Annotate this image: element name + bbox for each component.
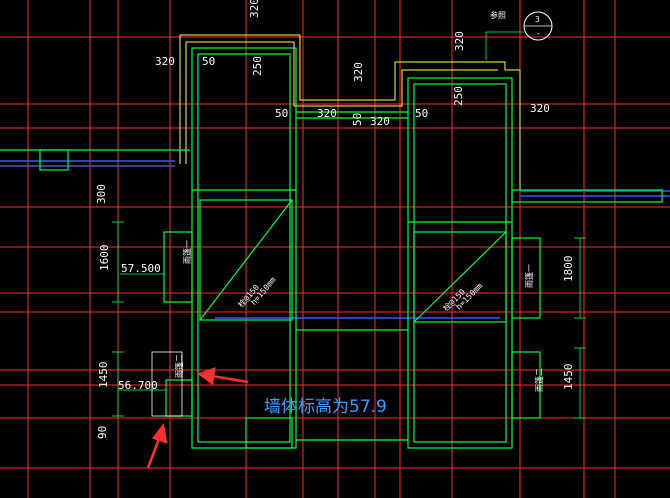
dim-1600: 1600 <box>98 245 111 272</box>
structure-walls <box>0 47 663 449</box>
arrow-right-pointer <box>211 374 249 384</box>
arrow-up-pointer <box>146 435 162 469</box>
window-labels: 雨篷一 雨篷二 雨篷一 雨篷二 <box>151 240 544 417</box>
window-box-left-2 <box>151 351 183 417</box>
dim-300-left: 300 <box>95 184 108 204</box>
arrow-right-head <box>197 367 216 386</box>
red-arrows <box>146 367 249 469</box>
section-marker: 3 - 参照 <box>490 10 553 41</box>
elevation-texts: 57.500 56.700 <box>118 262 161 392</box>
elevation-upper: 57.500 <box>121 262 161 275</box>
dim-320-right: 320 <box>530 102 550 115</box>
section-sub: - <box>536 29 541 38</box>
dim-1450-right: 1450 <box>562 364 575 391</box>
dim-1800: 1800 <box>562 256 575 283</box>
elevation-lower: 56.700 <box>118 379 158 392</box>
dim-320-right-top: 320 <box>453 31 466 51</box>
dim-250-left: 250 <box>251 56 264 76</box>
dim-320-top: 320 <box>248 0 261 18</box>
dimension-texts: 320 320 50 250 320 320 50 320 50 320 50 … <box>95 0 575 439</box>
window-label-right-1: 雨篷一 <box>524 264 534 288</box>
dim-250-right: 250 <box>452 86 465 106</box>
dim-320-mid-top: 320 <box>352 62 365 82</box>
dim-320-mid: 320 <box>317 107 337 120</box>
dim-320-mid-b: 320 <box>370 115 390 128</box>
dim-320-left: 320 <box>155 55 175 68</box>
window-label-right-2: 雨篷二 <box>534 368 544 392</box>
dim-50-mid-b: 50 <box>351 113 364 126</box>
dim-50-mid-a: 50 <box>275 107 288 120</box>
section-number: 3 <box>535 15 540 24</box>
window-label-left-1: 雨篷一 <box>182 240 192 264</box>
dim-1450-left: 1450 <box>97 362 110 389</box>
dimension-lines <box>112 31 586 419</box>
dim-50-mid-c: 50 <box>415 107 428 120</box>
outer-wall-yellow <box>179 34 521 190</box>
dim-90: 90 <box>96 426 109 439</box>
arrow-up-head <box>151 422 168 444</box>
wall-elevation-annotation: 墙体标高为57.9 <box>264 397 387 417</box>
shaft-labels: 栓@150 h=150mm 栓@150 h=150mm <box>236 275 485 313</box>
reference-tag: 参照 <box>490 10 506 20</box>
dim-50-left: 50 <box>202 55 215 68</box>
window-label-left-2: 雨篷二 <box>174 354 184 378</box>
pipe-lines <box>0 160 670 319</box>
